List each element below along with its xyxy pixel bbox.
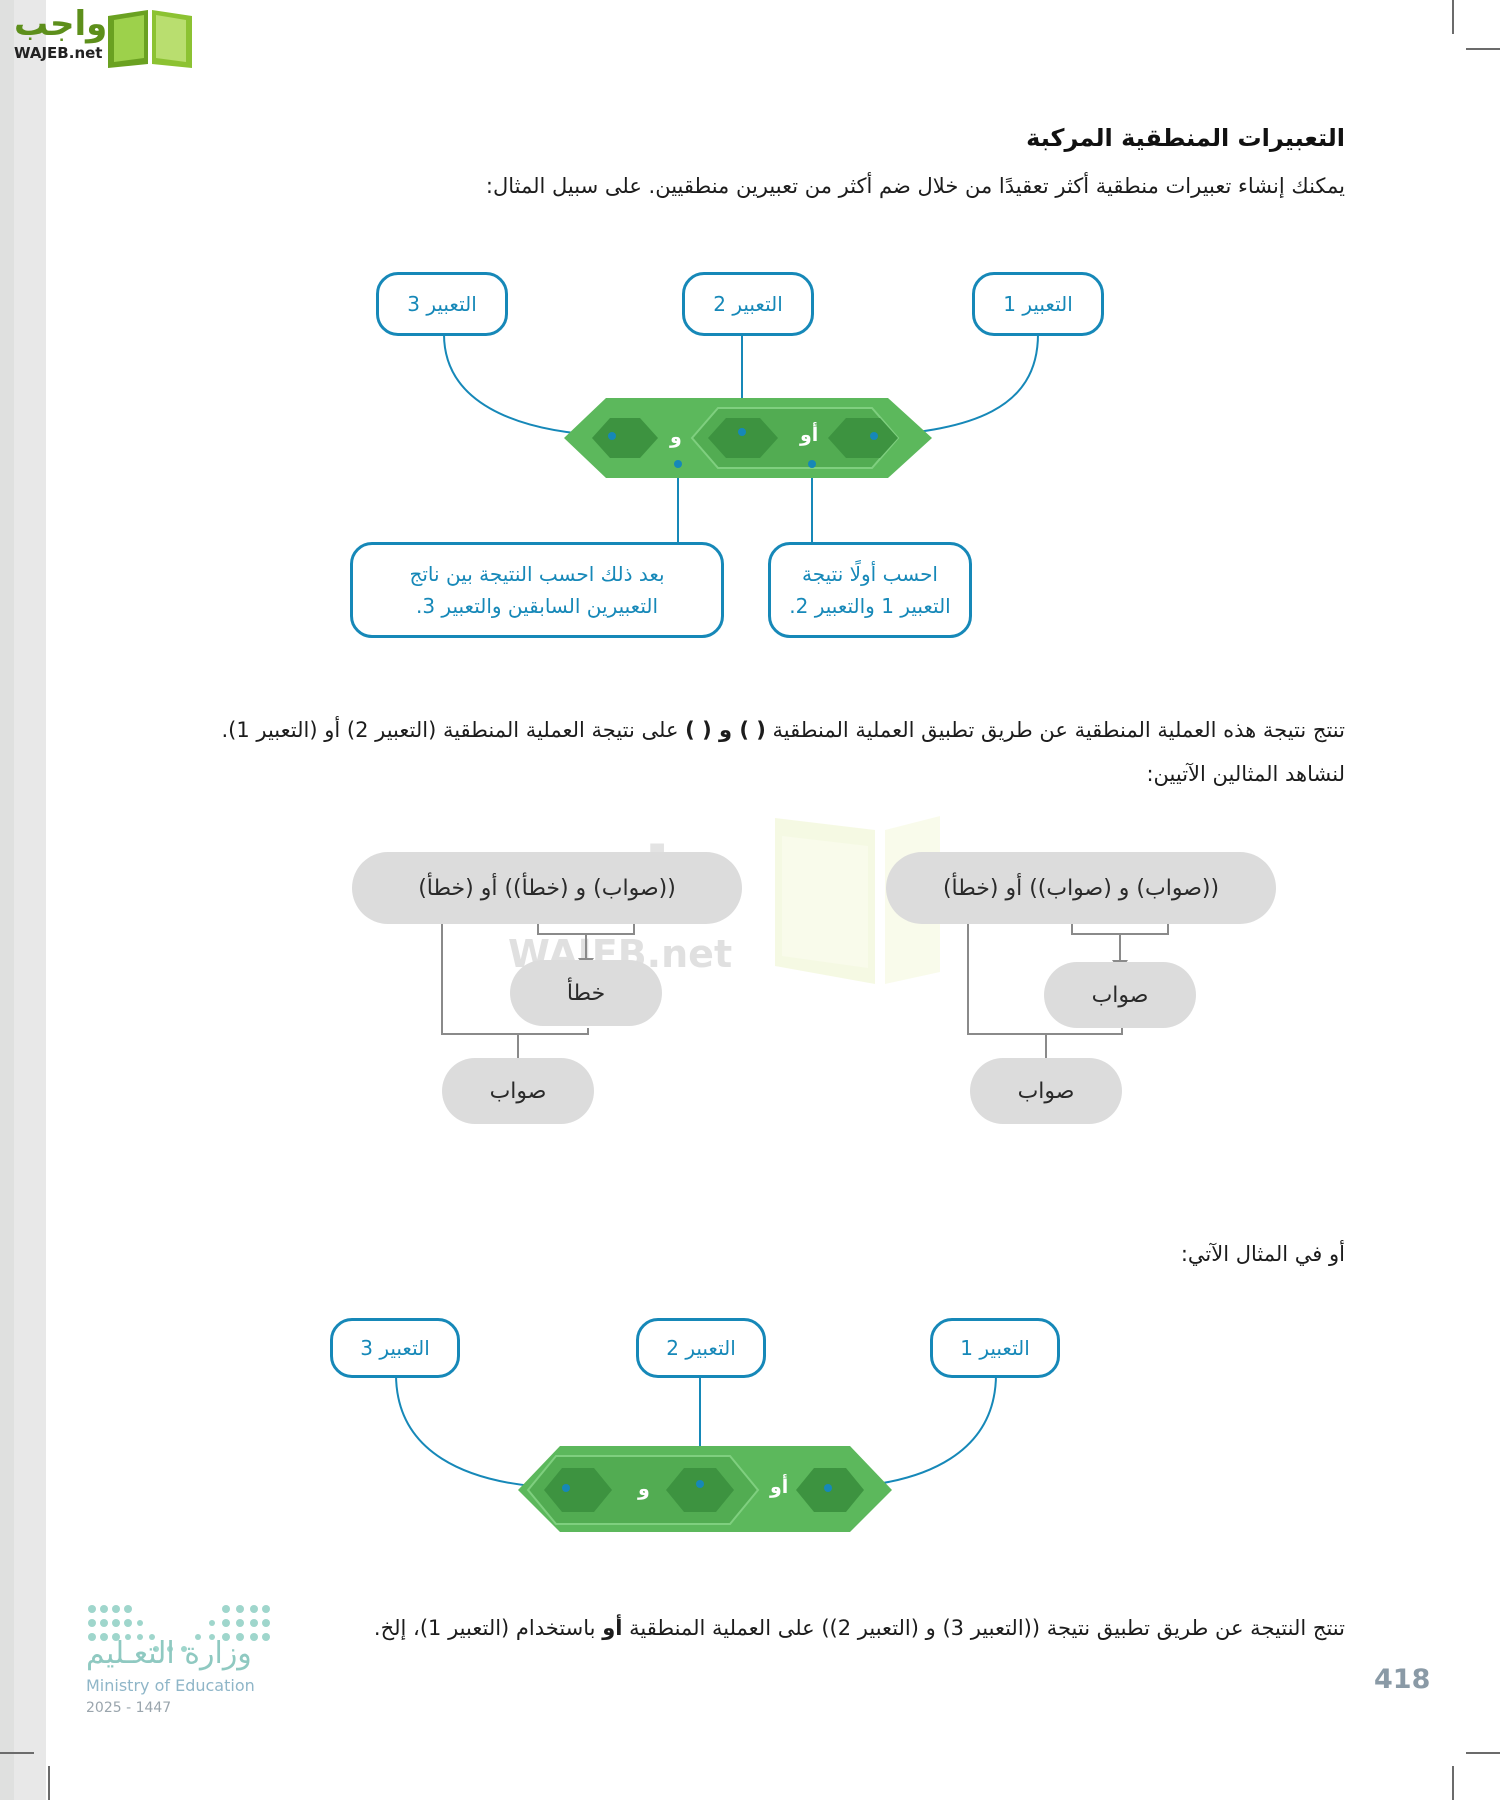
note-then-line2: التعبيرين السابقين والتعبير 3. xyxy=(415,594,659,618)
slot-expr1 xyxy=(828,418,898,458)
operator-or-label: أو xyxy=(800,424,819,446)
expr1-callout: التعبير 1 xyxy=(972,272,1104,336)
example-left-result: صواب xyxy=(442,1058,594,1124)
ministry-name-english: Ministry of Education xyxy=(86,1676,255,1695)
ministry-name-arabic: وزارة التعـليم xyxy=(86,1636,252,1671)
example-right-result: صواب xyxy=(970,1058,1122,1124)
section-heading: التعبيرات المنطقية المركبة xyxy=(1026,124,1345,152)
note-then-callout: بعد ذلك احسب النتيجة بين ناتج التعبيرين … xyxy=(350,542,724,638)
operator-and-label: و xyxy=(670,426,682,448)
crop-mark xyxy=(48,1766,50,1800)
operator-and-label: و xyxy=(638,1478,650,1500)
ministry-dots-logo xyxy=(88,1605,270,1652)
expr2-callout: التعبير 2 xyxy=(682,272,814,336)
crop-mark xyxy=(0,1752,34,1754)
slot-expr3 xyxy=(544,1468,612,1512)
intro-paragraph: يمكنك إنشاء تعبيرات منطقية أكثر تعقيدًا … xyxy=(485,174,1345,198)
expr2-callout: التعبير 2 xyxy=(636,1318,766,1378)
expr1-callout: التعبير 1 xyxy=(930,1318,1060,1378)
examples-intro: لنشاهد المثالين الآتيين: xyxy=(1146,762,1345,786)
another-example-intro: أو في المثال الآتي: xyxy=(1180,1242,1345,1266)
or-operator-bold: أو xyxy=(602,1616,623,1640)
left-margin-strip xyxy=(0,0,46,1800)
note-first-line1: احسب أولًا نتيجة xyxy=(801,562,938,586)
explanation-paragraph: تنتج نتيجة هذه العملية المنطقية عن طريق … xyxy=(221,718,1345,742)
slot-expr2 xyxy=(708,418,778,458)
diagram2-graphics xyxy=(395,1373,997,1532)
example-right-intermediate: صواب xyxy=(1044,962,1196,1028)
note-then-line1: بعد ذلك احسب النتيجة بين ناتج xyxy=(409,562,665,586)
example-left-expression: ((صواب) و (خطأ)) أو (خطأ) xyxy=(352,852,742,924)
example-left-intermediate: خطأ xyxy=(510,960,662,1026)
note-first-line2: التعبير 1 والتعبير 2. xyxy=(789,594,951,618)
slot-expr3 xyxy=(592,418,658,458)
expr3-callout: التعبير 3 xyxy=(376,272,508,336)
example-right-expression: ((صواب) و (صواب)) أو (خطأ) xyxy=(886,852,1276,924)
crop-mark xyxy=(1452,1766,1454,1800)
page-number: 418 xyxy=(1374,1664,1431,1695)
operator-or-label: أو xyxy=(770,1476,789,1498)
crop-mark xyxy=(1452,0,1454,34)
note-first-callout: احسب أولًا نتيجة التعبير 1 والتعبير 2. xyxy=(768,542,972,638)
wajeb-logo[interactable]: واجب WAJEB.net xyxy=(8,4,192,68)
book-icon xyxy=(108,10,192,68)
slot-expr2 xyxy=(666,1468,734,1512)
logo-arabic-text: واجب xyxy=(14,4,108,44)
ministry-year: 2025 - 1447 xyxy=(86,1700,172,1716)
final-paragraph: تنتج النتيجة عن طريق تطبيق نتيجة ((التعب… xyxy=(373,1616,1345,1640)
and-operator-bold: ( ) و ( ) xyxy=(685,718,766,742)
crop-mark xyxy=(1466,1752,1500,1754)
diagram1-graphics xyxy=(443,333,1039,544)
crop-mark xyxy=(1466,48,1500,50)
expr3-callout: التعبير 3 xyxy=(330,1318,460,1378)
logo-english-text: WAJEB.net xyxy=(14,44,103,62)
